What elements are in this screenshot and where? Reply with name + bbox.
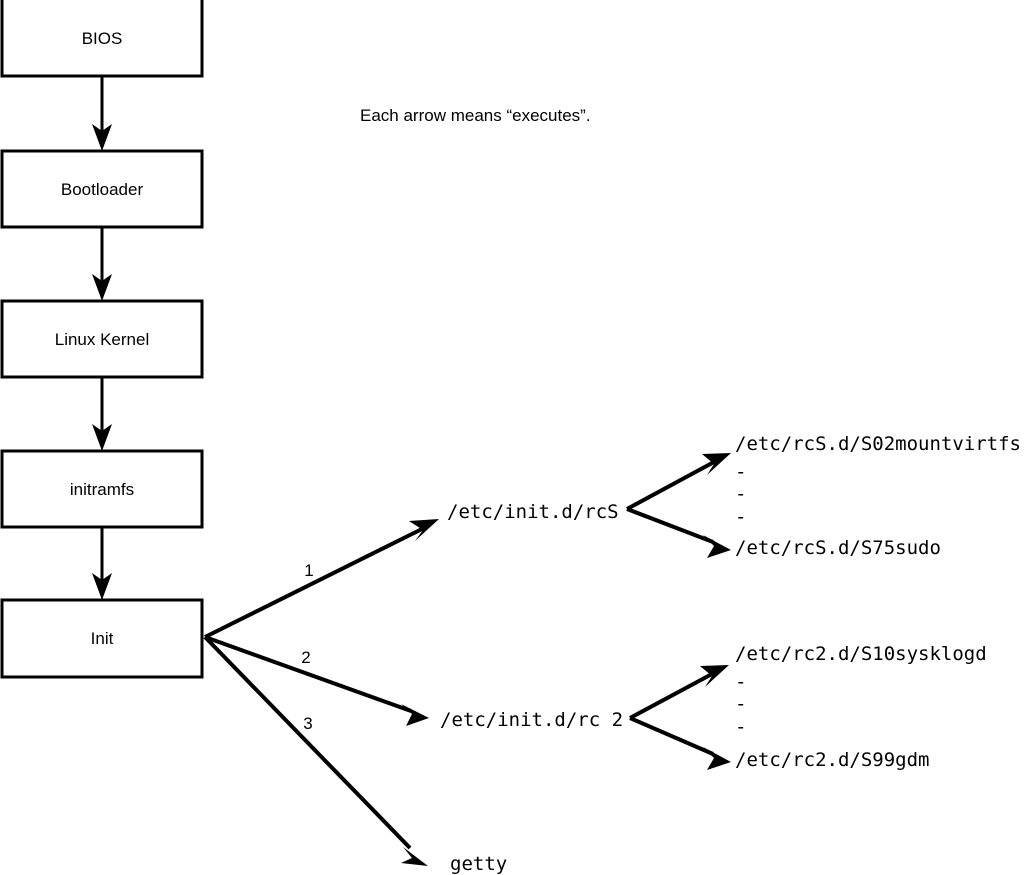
init-box-rect	[0, 598, 204, 679]
linux-kernel-box-label: Linux Kernel	[55, 330, 150, 349]
arrow-bootloader-to-kernel	[92, 227, 112, 301]
target-label-rcs: /etc/init.d/rcS	[447, 501, 619, 523]
rc2-ellipsis-dash-1: -	[735, 671, 746, 693]
arrow-head	[92, 573, 112, 600]
branch-shaft	[629, 716, 714, 756]
arrow-head	[702, 453, 731, 475]
branch-rc2-to-first-script	[629, 665, 729, 720]
edge-init-to-rcs: 1	[204, 519, 439, 639]
arrow-initramfs-to-init	[92, 527, 112, 600]
rcs-ellipsis-dash-1: -	[735, 461, 746, 483]
stage-box-linux-kernel: Linux Kernel	[0, 299, 204, 379]
stage-box-bootloader: Bootloader	[0, 149, 204, 229]
edge-number-2: 2	[301, 648, 310, 667]
bootloader-box-rect	[0, 149, 204, 229]
initramfs-box-label: initramfs	[70, 480, 134, 499]
rcs-script-first: /etc/rcS.d/S02mountvirtfs	[735, 433, 1021, 455]
arrow-head	[92, 274, 112, 301]
stage-box-bios: BIOS	[0, 0, 204, 78]
diagram-caption: Each arrow means “executes”.	[360, 106, 591, 125]
rcs-ellipsis-dash-3: -	[735, 506, 746, 528]
bootloader-box-label: Bootloader	[61, 180, 144, 199]
arrow-kernel-to-initramfs	[92, 377, 112, 451]
branch-shaft	[629, 672, 713, 720]
edge-shaft	[204, 526, 425, 639]
arrow-head	[401, 704, 429, 726]
rc2-ellipsis-dash-2: -	[735, 693, 746, 715]
edge-shaft	[204, 635, 412, 713]
branch-shaft	[626, 507, 714, 544]
edge-number-3: 3	[303, 714, 312, 733]
arrow-head	[401, 847, 428, 866]
bios-box-label: BIOS	[82, 29, 123, 48]
edge-init-to-rc2: 2	[204, 635, 429, 726]
rc2-script-last: /etc/rc2.d/S99gdm	[735, 749, 929, 771]
rc2-script-first: /etc/rc2.d/S10sysklogd	[735, 643, 987, 665]
rc2-ellipsis-dash-3: -	[735, 716, 746, 738]
branch-rcs-to-last-script	[626, 507, 731, 558]
stage-box-init: Init	[0, 598, 204, 679]
bios-box-rect	[0, 0, 204, 78]
branch-rcs-to-first-script	[626, 453, 731, 511]
stage-box-initramfs: initramfs	[0, 449, 204, 529]
edge-init-to-getty: 3	[203, 635, 428, 866]
arrow-head	[703, 747, 731, 770]
arrow-bios-to-bootloader	[92, 76, 112, 151]
branch-rc2-to-last-script	[629, 716, 731, 770]
branch-shaft	[626, 460, 715, 511]
edge-number-1: 1	[304, 561, 313, 580]
arrow-head	[409, 519, 439, 541]
arrow-head	[92, 124, 112, 151]
target-label-getty: getty	[450, 853, 507, 875]
edge-shaft	[203, 635, 412, 850]
rcs-script-last: /etc/rcS.d/S75sudo	[735, 537, 941, 559]
rcs-ellipsis-dash-2: -	[735, 483, 746, 505]
init-box-label: Init	[91, 629, 114, 648]
arrow-head	[92, 424, 112, 451]
arrow-head	[700, 665, 729, 687]
target-label-rc2: /etc/init.d/rc 2	[440, 709, 623, 731]
arrow-head	[703, 535, 731, 558]
